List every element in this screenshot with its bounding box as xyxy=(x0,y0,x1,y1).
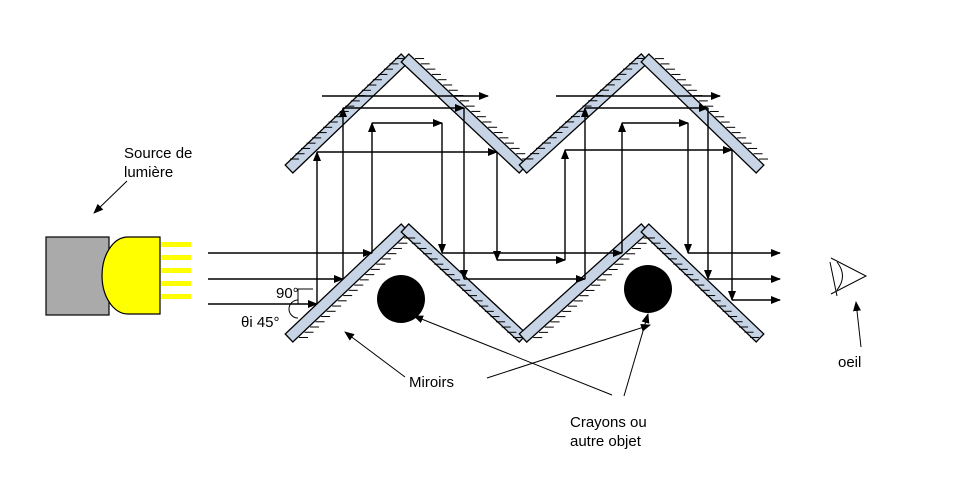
eye-label: oeil xyxy=(838,354,861,371)
mirrors-pointer-right xyxy=(486,323,651,379)
source-pointer xyxy=(93,180,128,214)
mirror-bottom-4 xyxy=(640,223,765,343)
angle-marks xyxy=(288,288,313,319)
objects-pointer-left xyxy=(413,315,613,396)
light-rays xyxy=(208,92,781,308)
light-source xyxy=(45,236,191,316)
eye-pointer xyxy=(853,301,862,348)
mirror-bottom-1 xyxy=(284,223,410,343)
object-circle-right xyxy=(624,265,672,313)
pointer-lines xyxy=(93,180,862,397)
eye-icon xyxy=(829,257,868,297)
mirror-group xyxy=(284,53,765,344)
mirrors-pointer-left xyxy=(344,331,406,378)
mirror-top-1 xyxy=(284,53,410,174)
mirrors-label: Miroirs xyxy=(409,374,454,391)
source-label: Source de lumière xyxy=(124,145,197,181)
object-circle-left xyxy=(377,275,425,323)
lamp-bulb xyxy=(101,236,161,315)
lamp-base xyxy=(45,236,110,316)
objects-label: Crayons ou autre objet xyxy=(570,414,651,450)
right-angle-label: 90° xyxy=(276,285,299,302)
mirror-top-4 xyxy=(640,53,765,174)
objects-pointer-right xyxy=(623,313,650,397)
lamp-light-bars xyxy=(161,242,191,299)
incidence-angle-label: θi 45° xyxy=(241,314,280,331)
mirror-top-3 xyxy=(518,53,650,174)
